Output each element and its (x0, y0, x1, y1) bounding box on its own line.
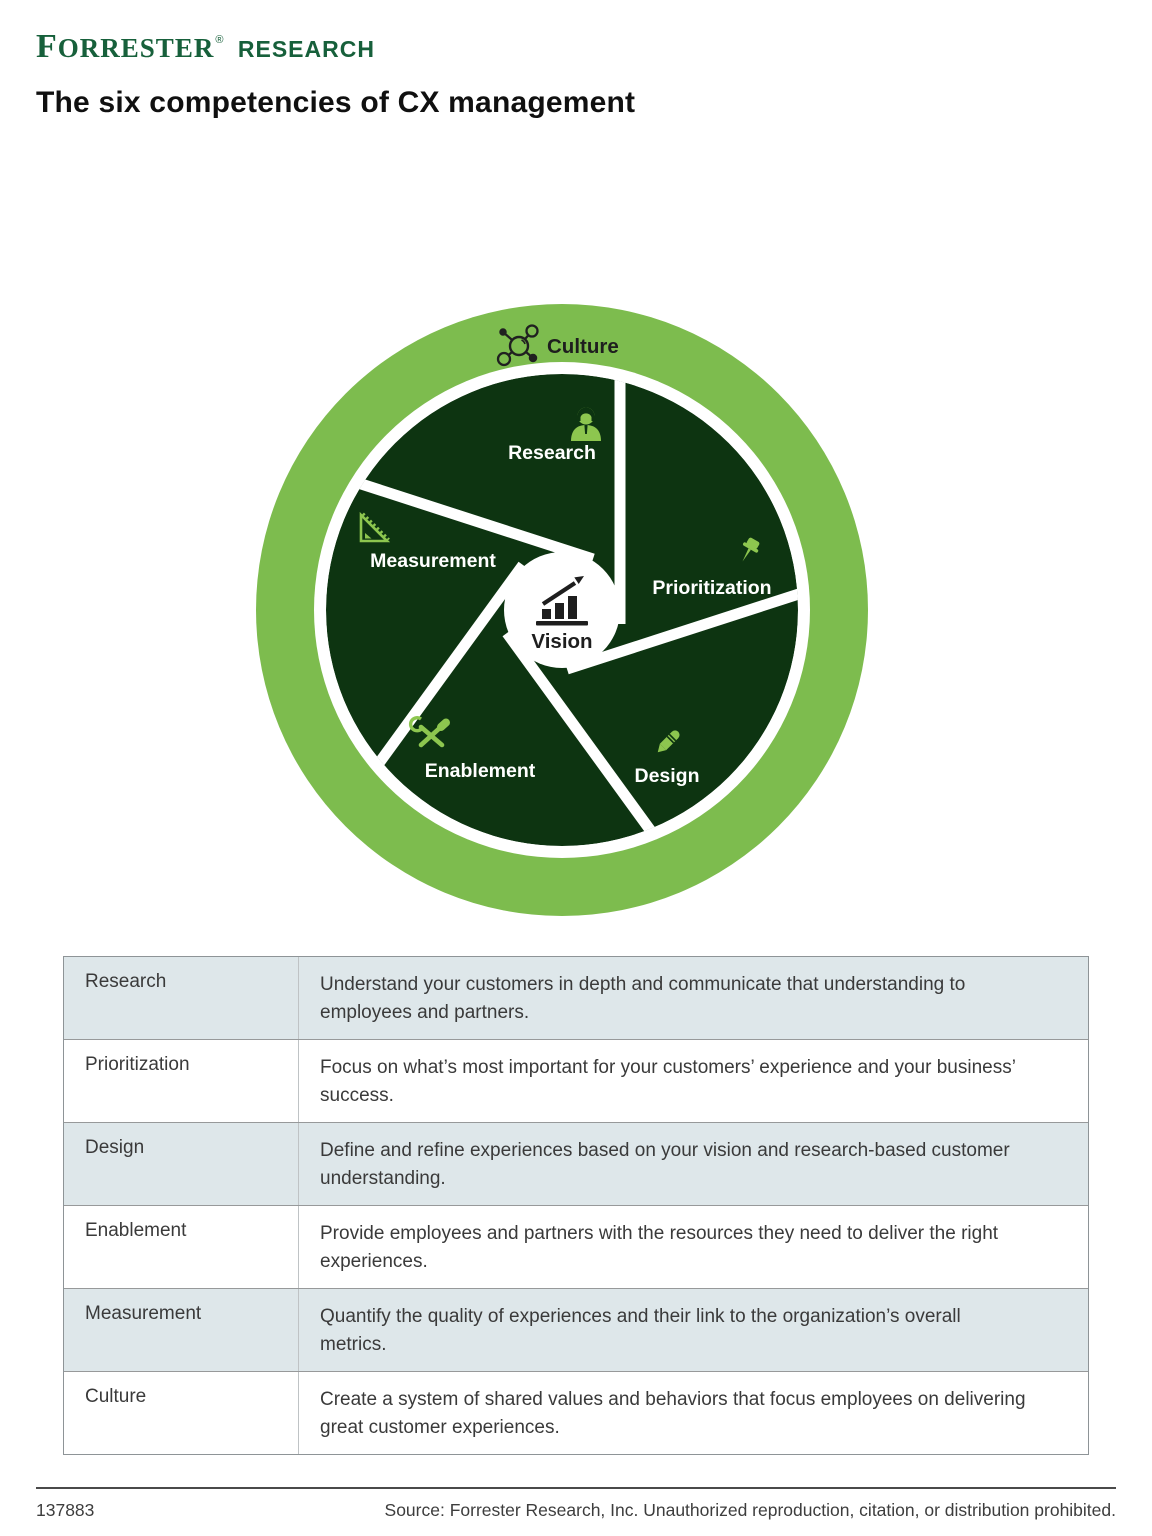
table-row: Research Understand your customers in de… (64, 957, 1088, 1040)
table-term: Culture (64, 1372, 299, 1454)
table-description: Define and refine experiences based on y… (320, 1140, 1010, 1189)
bar-chart-growth-icon (536, 576, 588, 626)
registered-mark: ® (215, 34, 224, 46)
footer-divider (36, 1487, 1116, 1489)
segment-label-research: Research (508, 442, 596, 464)
molecule-icon (496, 324, 539, 367)
table-row: Prioritization Focus on what’s most impo… (64, 1040, 1088, 1123)
table-description: Focus on what’s most important for your … (320, 1057, 1016, 1106)
table-description: Understand your customers in depth and c… (320, 974, 966, 1023)
divider-measurement-research (350, 475, 595, 565)
competency-definitions-table: Research Understand your customers in de… (63, 956, 1089, 1455)
person-icon (571, 407, 601, 441)
segment-label-measurement: Measurement (370, 550, 496, 572)
divider-enablement-measurement (369, 561, 528, 774)
logo-suffix: RESEARCH (237, 36, 375, 62)
segment-dividers (350, 374, 798, 842)
page-title: The six competencies of CX management (36, 86, 636, 119)
table-description: Provide employees and partners with the … (320, 1223, 999, 1272)
vision-label: Vision (531, 630, 592, 653)
table-term: Enablement (64, 1206, 299, 1288)
divider-prioritization-design (565, 585, 798, 675)
cx-competencies-diagram: Vision Culture Research (256, 304, 868, 916)
document-id: 137883 (36, 1500, 95, 1520)
forrester-logo: FORRESTER® RESEARCH (36, 28, 375, 66)
triangle-ruler-icon (359, 511, 391, 543)
table-description: Quantify the quality of experiences and … (320, 1306, 961, 1355)
table-term: Measurement (64, 1289, 299, 1371)
table-term: Prioritization (64, 1040, 299, 1122)
table-row: Design Define and refine experiences bas… (64, 1123, 1088, 1206)
segment-label-enablement: Enablement (425, 760, 536, 782)
source-note: Source: Forrester Research, Inc. Unautho… (384, 1500, 1116, 1520)
table-term: Design (64, 1123, 299, 1205)
logo-wordmark: FORRESTER (36, 28, 215, 65)
table-row: Measurement Quantify the quality of expe… (64, 1289, 1088, 1372)
segment-label-prioritization: Prioritization (652, 577, 771, 599)
segment-label-design: Design (634, 765, 699, 787)
pushpin-icon (742, 537, 760, 562)
table-row: Culture Create a system of shared values… (64, 1372, 1088, 1454)
culture-label: Culture (547, 335, 619, 358)
table-row: Enablement Provide employees and partner… (64, 1206, 1088, 1289)
divider-design-enablement (502, 629, 661, 842)
crossed-tools-icon (408, 716, 450, 748)
pencil-icon (657, 730, 680, 753)
table-term: Research (64, 957, 299, 1039)
table-description: Create a system of shared values and beh… (320, 1389, 1026, 1438)
